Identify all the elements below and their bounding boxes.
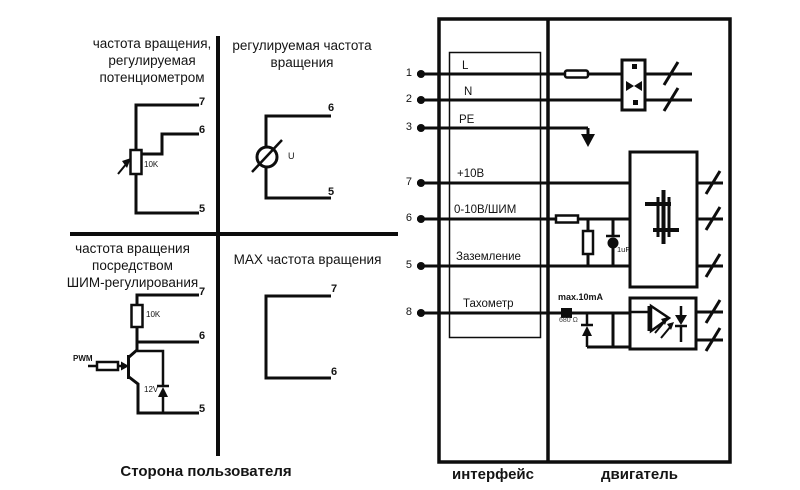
terminal-N-label: N bbox=[464, 86, 473, 98]
potentiometer-circuit-symbol bbox=[117, 103, 199, 215]
voltage-terminal-6: 6 bbox=[328, 102, 335, 114]
pot-terminal-6: 6 bbox=[199, 124, 206, 136]
tachometer-resistor-value: 680 Ω bbox=[559, 317, 578, 324]
voltage-source-label: U bbox=[288, 151, 295, 161]
pwm-terminal-6: 6 bbox=[199, 330, 206, 342]
terminal-6-number: 6 bbox=[405, 212, 412, 224]
max-quadrant-title: MAX частота вращения bbox=[225, 251, 390, 268]
voltage-title-line1: регулируемая частота bbox=[232, 38, 372, 53]
mains-output-breaks bbox=[645, 61, 692, 112]
ground-symbol bbox=[581, 128, 595, 147]
pwm-terminal-5: 5 bbox=[199, 403, 206, 415]
terminal-3-number: 3 bbox=[405, 121, 412, 133]
pwm-title-line3: ШИМ-регулирования bbox=[66, 275, 199, 290]
input-filter-symbols bbox=[554, 214, 620, 266]
max-speed-jumper-symbol bbox=[264, 294, 331, 380]
fuse-symbol bbox=[563, 69, 590, 79]
surge-suppressor-symbol bbox=[620, 58, 647, 112]
terminal-ground-label: Заземление bbox=[456, 251, 521, 263]
pwm-circuit-symbol bbox=[88, 293, 199, 415]
pot-terminal-5: 5 bbox=[199, 203, 206, 215]
terminal-10v-label: +10В bbox=[457, 168, 485, 180]
max-terminal-6: 6 bbox=[331, 366, 338, 378]
max-terminal-7: 7 bbox=[331, 283, 338, 295]
voltage-terminal-5: 5 bbox=[328, 186, 335, 198]
pot-title-line1: частота вращения, bbox=[92, 36, 212, 51]
terminal-dots bbox=[417, 70, 425, 317]
pwm-title-line2: посредством bbox=[92, 258, 173, 273]
motor-phase-breaks bbox=[697, 170, 723, 278]
tachometer-output-breaks bbox=[696, 299, 723, 352]
terminal-7-number: 7 bbox=[405, 176, 412, 188]
terminal-1-number: 1 bbox=[405, 67, 412, 79]
pwm-zener-value: 12V bbox=[144, 385, 159, 394]
voltage-quadrant-title: регулируемая частота вращения bbox=[221, 37, 383, 71]
device-box bbox=[437, 17, 732, 464]
motor-footer: двигатель bbox=[601, 466, 678, 483]
pwm-terminal-7: 7 bbox=[199, 286, 206, 298]
terminal-5-number: 5 bbox=[405, 259, 412, 271]
pot-quadrant-title: частота вращения, регулируемая потенциом… bbox=[62, 35, 242, 86]
terminal-PE-label: PE bbox=[459, 114, 475, 126]
voltage-title-line2: вращения bbox=[270, 55, 334, 70]
pwm-title-line1: частота вращения bbox=[75, 241, 190, 256]
pot-title-line2: регулируемая bbox=[108, 53, 196, 68]
capacitor-value: 1uF bbox=[617, 245, 630, 254]
quadrant-dividers bbox=[70, 36, 398, 456]
pwm-input-label: PWM bbox=[73, 354, 93, 363]
terminal-8-number: 8 bbox=[405, 306, 412, 318]
pot-terminal-7: 7 bbox=[199, 96, 206, 108]
max-title-line: MAX частота вращения bbox=[233, 252, 382, 267]
terminal-2-number: 2 bbox=[405, 93, 412, 105]
transformer-symbol bbox=[628, 150, 699, 289]
user-side-footer: Сторона пользователя bbox=[120, 463, 292, 480]
terminal-L-label: L bbox=[462, 60, 469, 72]
pwm-resistor-value: 10K bbox=[146, 310, 161, 319]
pwm-quadrant-title: частота вращения посредством ШИМ-регулир… bbox=[40, 240, 225, 291]
pot-title-line3: потенциометром bbox=[99, 70, 205, 85]
terminal-0-10v-pwm-label: 0-10В/ШИМ bbox=[454, 204, 517, 216]
optocoupler-symbol bbox=[628, 296, 698, 351]
pot-resistor-value: 10K bbox=[144, 160, 159, 169]
interface-footer: интерфейс bbox=[452, 466, 534, 483]
tachometer-max-current: max.10mA bbox=[558, 292, 604, 302]
terminal-tachometer-label: Тахометр bbox=[463, 298, 514, 310]
tachometer-protection-symbols bbox=[561, 308, 631, 349]
voltage-source-circuit-symbol bbox=[251, 114, 331, 200]
